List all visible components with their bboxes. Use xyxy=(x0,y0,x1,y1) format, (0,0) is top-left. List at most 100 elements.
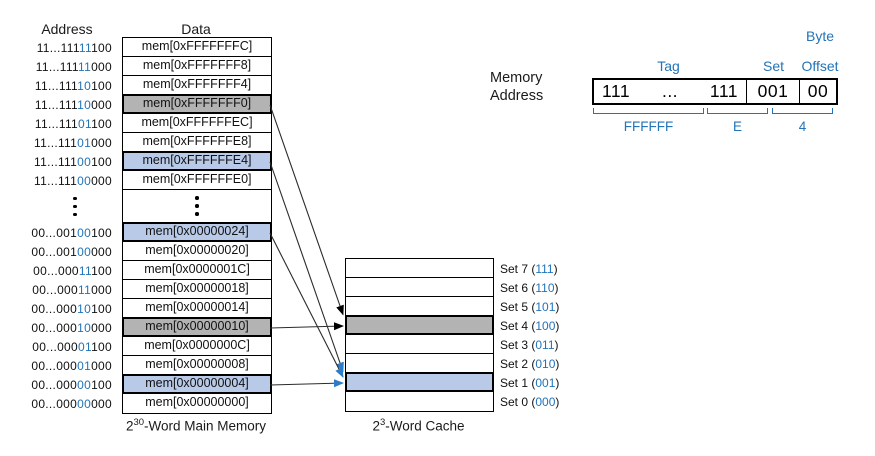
address-tag-bits: 00...000 xyxy=(31,320,78,335)
memory-row: mem[0xFFFFFFE0] xyxy=(123,171,271,190)
address-offset-bits: 100 xyxy=(91,225,112,240)
cache-table xyxy=(345,258,494,412)
memory-address-field-box: 111 ... 111 001 00 xyxy=(592,78,838,105)
address-row: 11...11100000 xyxy=(2,172,112,191)
set-bits: 001 xyxy=(535,375,556,390)
address-set-bits: 00 xyxy=(77,225,92,240)
set-label: Set 5 (101) xyxy=(500,298,559,317)
address-offset-bits: 000 xyxy=(91,396,112,411)
set-bits: 010 xyxy=(535,356,556,371)
cache-row xyxy=(346,278,493,297)
address-set-bits: 00 xyxy=(77,244,92,259)
set-label-text: Set 0 ( xyxy=(500,394,536,409)
address-tag-bits: 00...001 xyxy=(31,244,78,259)
address-offset-bits: 000 xyxy=(91,59,112,74)
cache-row xyxy=(346,373,493,392)
set-label-text: Set 3 ( xyxy=(500,337,536,352)
address-row: 00...00001000 xyxy=(2,357,112,376)
set-label-close: ) xyxy=(554,337,559,352)
address-offset-bits: 000 xyxy=(91,358,112,373)
ellipsis-dot xyxy=(195,196,199,200)
address-tag-bits: 11...111 xyxy=(34,154,78,169)
set-label: Set 1 (001) xyxy=(500,374,559,393)
ellipsis-dot xyxy=(195,212,199,216)
address-tag-bits: 11...111 xyxy=(35,59,79,74)
cache-row xyxy=(346,316,493,335)
address-row: 00...00000000 xyxy=(2,395,112,414)
address-offset-bits: 000 xyxy=(91,320,112,335)
address-offset-bits: 100 xyxy=(91,377,112,392)
address-tag-bits: 00...000 xyxy=(31,301,78,316)
memory-address-label: Memory Address xyxy=(490,70,544,104)
set-label: Set 3 (011) xyxy=(500,336,559,355)
cache-row xyxy=(346,259,493,278)
address-set-bits: 01 xyxy=(78,339,92,354)
memory-row: mem[0xFFFFFFF4] xyxy=(123,76,271,95)
set-bits: 011 xyxy=(535,337,555,352)
set-label-text: Set 7 ( xyxy=(500,261,536,276)
cache-row xyxy=(346,392,493,411)
address-set-bits: 00 xyxy=(77,396,92,411)
memory-ellipsis xyxy=(123,190,271,223)
mapping-arrow xyxy=(269,104,344,316)
memory-row: mem[0x00000000] xyxy=(123,394,271,413)
set-label-close: ) xyxy=(553,261,558,276)
memory-row: mem[0x00000004] xyxy=(123,375,271,394)
byte-offset-field-value: 00 xyxy=(807,81,829,101)
address-offset-bits: 100 xyxy=(91,263,112,278)
address-tag-bits: 00...001 xyxy=(31,225,78,240)
address-offset-bits: 000 xyxy=(91,282,112,297)
mid-hex-bracket xyxy=(707,108,768,114)
address-set-bits: 10 xyxy=(77,320,92,335)
address-offset-bits: 100 xyxy=(91,301,112,316)
address-ellipsis xyxy=(68,190,82,223)
low-hex-bracket xyxy=(772,108,833,114)
memory-row: mem[0xFFFFFFF8] xyxy=(123,57,271,76)
address-offset-bits: 100 xyxy=(91,116,112,131)
address-row: 00...00010000 xyxy=(2,319,112,338)
set-label-text: Set 5 ( xyxy=(500,299,536,314)
address-tag-bits: 00...000 xyxy=(31,358,78,373)
memory-row: mem[0xFFFFFFFC] xyxy=(123,38,271,57)
address-row: 00...00011000 xyxy=(2,281,112,300)
memory-row: mem[0xFFFFFFE4] xyxy=(123,152,271,171)
address-offset-bits: 100 xyxy=(91,78,112,93)
address-row: 11...11110000 xyxy=(2,96,112,115)
address-offset-bits: 000 xyxy=(91,173,112,188)
address-tag-bits: 00...000 xyxy=(31,377,78,392)
set-label: Set 2 (010) xyxy=(500,355,559,374)
set-field-value: 001 xyxy=(747,80,800,103)
address-row: 11...11111000 xyxy=(2,58,112,77)
set-label: Set 7 (111) xyxy=(500,260,558,279)
address-offset-bits: 000 xyxy=(91,244,112,259)
address-set-bits: 10 xyxy=(77,97,92,112)
address-row: 11...11110100 xyxy=(2,77,112,96)
mapping-arrow xyxy=(269,232,344,378)
address-set-bits: 10 xyxy=(77,301,92,316)
set-field-label: Set xyxy=(762,58,784,74)
cache-row xyxy=(346,335,493,354)
tag-field-value: 111 ... 111 xyxy=(594,80,747,103)
memory-row: mem[0x00000018] xyxy=(123,280,271,299)
tag-field-label: Tag xyxy=(657,58,680,74)
main-memory-table: mem[0xFFFFFFFC]mem[0xFFFFFFF8]mem[0xFFFF… xyxy=(122,37,272,414)
ellipsis-dots xyxy=(195,196,199,216)
address-row: 00...00010100 xyxy=(2,300,112,319)
address-tag-bits: 00...000 xyxy=(32,282,79,297)
memory-row: mem[0x00000008] xyxy=(123,356,271,375)
memory-row: mem[0xFFFFFFE8] xyxy=(123,133,271,152)
address-row: 00...00100000 xyxy=(2,243,112,262)
address-tag-bits: 00...000 xyxy=(32,339,79,354)
set-bits: 111 xyxy=(535,261,554,276)
address-set-bits: 00 xyxy=(77,154,92,169)
address-tag-bits: 11...111 xyxy=(34,173,78,188)
byte-offset-label-line1: Byte xyxy=(805,28,834,44)
memory-row: mem[0x0000001C] xyxy=(123,261,271,280)
address-set-bits: 11 xyxy=(78,40,92,55)
set-label: Set 4 (100) xyxy=(500,317,559,336)
address-tag-bits: 11...111 xyxy=(34,97,78,112)
address-row: 11...11101000 xyxy=(2,134,112,153)
address-set-bits: 01 xyxy=(77,358,92,373)
mapping-arrow xyxy=(269,379,344,388)
memory-row: mem[0x00000024] xyxy=(123,223,271,242)
